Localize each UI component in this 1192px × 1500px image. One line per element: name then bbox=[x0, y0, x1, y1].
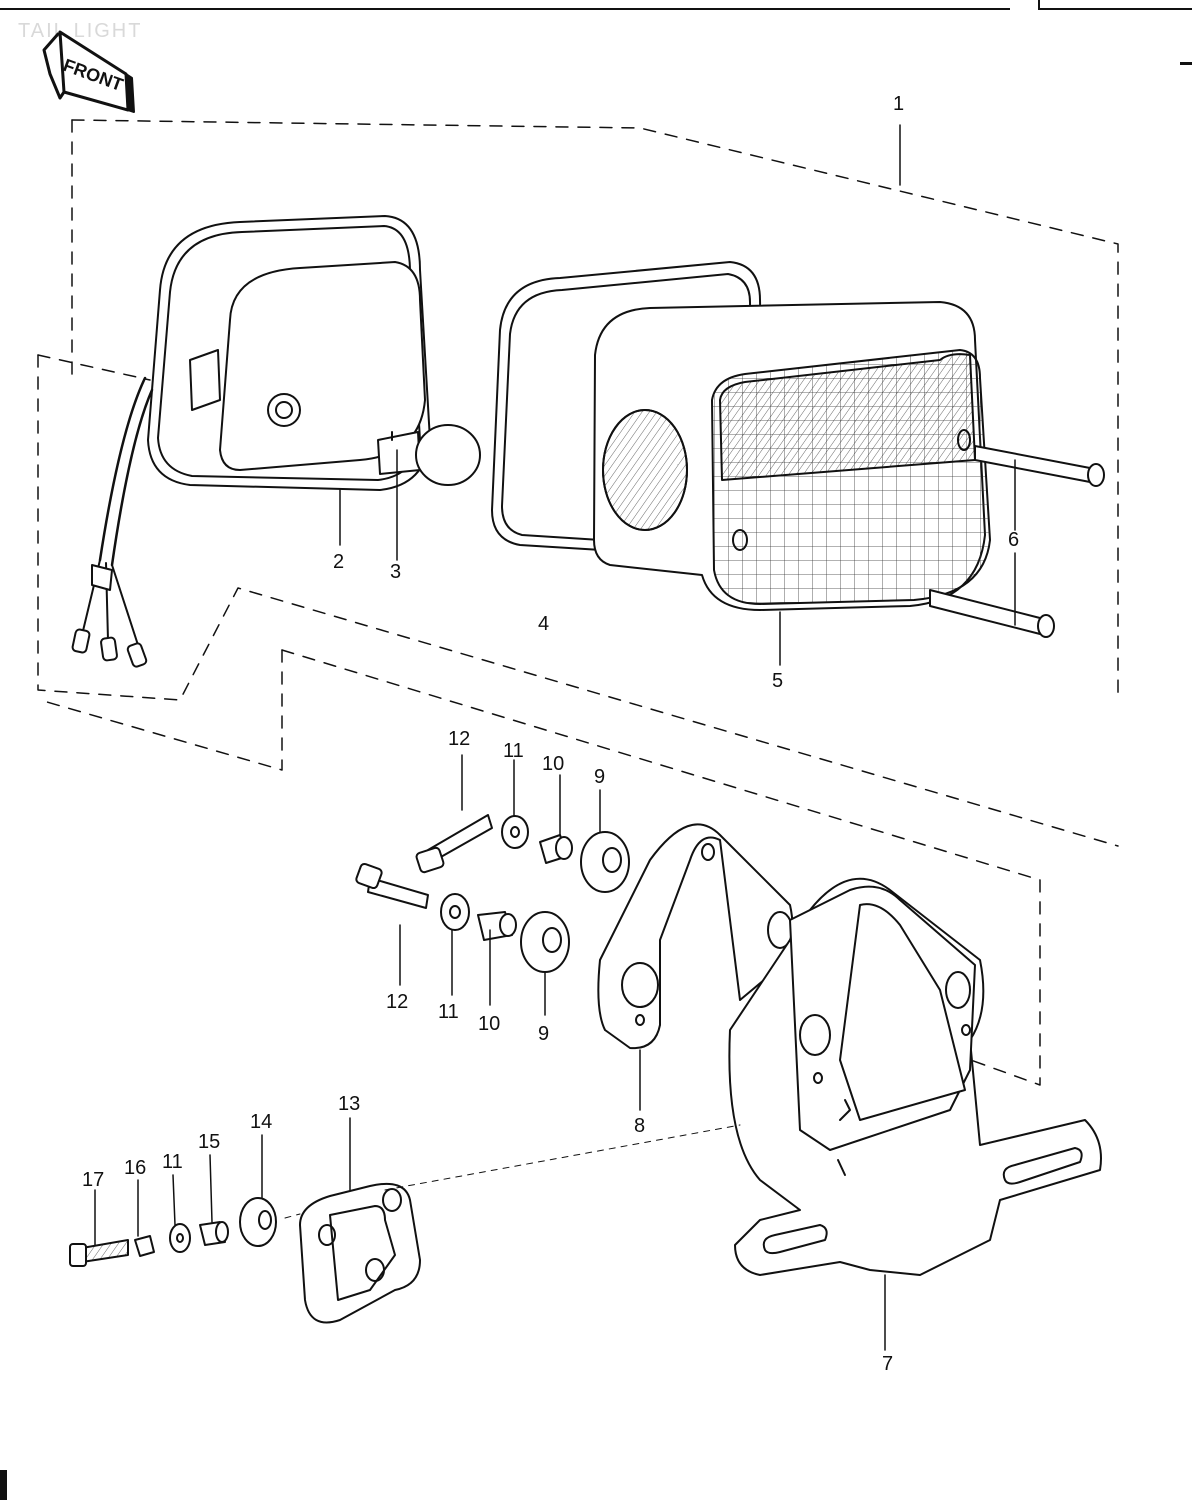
mount-plate bbox=[299, 1182, 421, 1324]
callout-15: 15 bbox=[198, 1131, 220, 1153]
callout-14: 14 bbox=[250, 1111, 272, 1133]
lens-screws bbox=[929, 445, 1105, 638]
callout-11-plate: 11 bbox=[162, 1151, 183, 1173]
callout-10-lower: 10 bbox=[478, 1013, 500, 1035]
callout-12-lower: 12 bbox=[386, 991, 408, 1013]
top-right-frame bbox=[1038, 0, 1192, 10]
callout-11-lower: 11 bbox=[438, 1001, 459, 1023]
leader-lines bbox=[94, 124, 1016, 1351]
callout-7: 7 bbox=[882, 1353, 893, 1375]
tail-lens bbox=[593, 301, 991, 611]
callout-17: 17 bbox=[82, 1169, 104, 1191]
license-bracket bbox=[728, 877, 1102, 1276]
front-direction-icon: FRONT bbox=[42, 30, 135, 113]
left-edge-mark bbox=[0, 1470, 7, 1500]
right-edge-mark bbox=[1180, 62, 1192, 65]
callout-6: 6 bbox=[1008, 529, 1019, 551]
wire-leads bbox=[71, 559, 148, 668]
top-border-line bbox=[0, 8, 1010, 10]
lamp-housing-base bbox=[98, 215, 431, 567]
callout-2: 2 bbox=[333, 551, 344, 573]
callout-1: 1 bbox=[893, 93, 904, 115]
callout-11-upper: 11 bbox=[503, 740, 524, 762]
callout-13: 13 bbox=[338, 1093, 360, 1115]
callout-12-upper: 12 bbox=[448, 728, 470, 750]
callout-10-upper: 10 bbox=[542, 753, 564, 775]
mount-hardware-upper bbox=[415, 814, 630, 893]
callout-labels: 1 2 3 4 5 6 7 8 9 10 11 12 9 10 11 12 13… bbox=[82, 93, 1019, 1375]
bulb bbox=[377, 424, 481, 486]
plate-hardware bbox=[69, 1197, 277, 1267]
faded-page-title: TAIL LIGHT bbox=[18, 20, 143, 42]
callout-9-upper: 9 bbox=[594, 766, 605, 788]
callout-16: 16 bbox=[124, 1157, 146, 1179]
callout-3: 3 bbox=[390, 561, 401, 583]
callout-4: 4 bbox=[538, 613, 549, 635]
assembly-outline-dashed bbox=[37, 119, 1119, 1086]
assembly-guide-lines bbox=[284, 1124, 741, 1219]
callout-8: 8 bbox=[634, 1115, 645, 1137]
mount-hardware-lower bbox=[355, 862, 570, 973]
bracket-plate bbox=[597, 823, 794, 1050]
callout-5: 5 bbox=[772, 670, 783, 692]
callout-9-lower: 9 bbox=[538, 1023, 549, 1045]
